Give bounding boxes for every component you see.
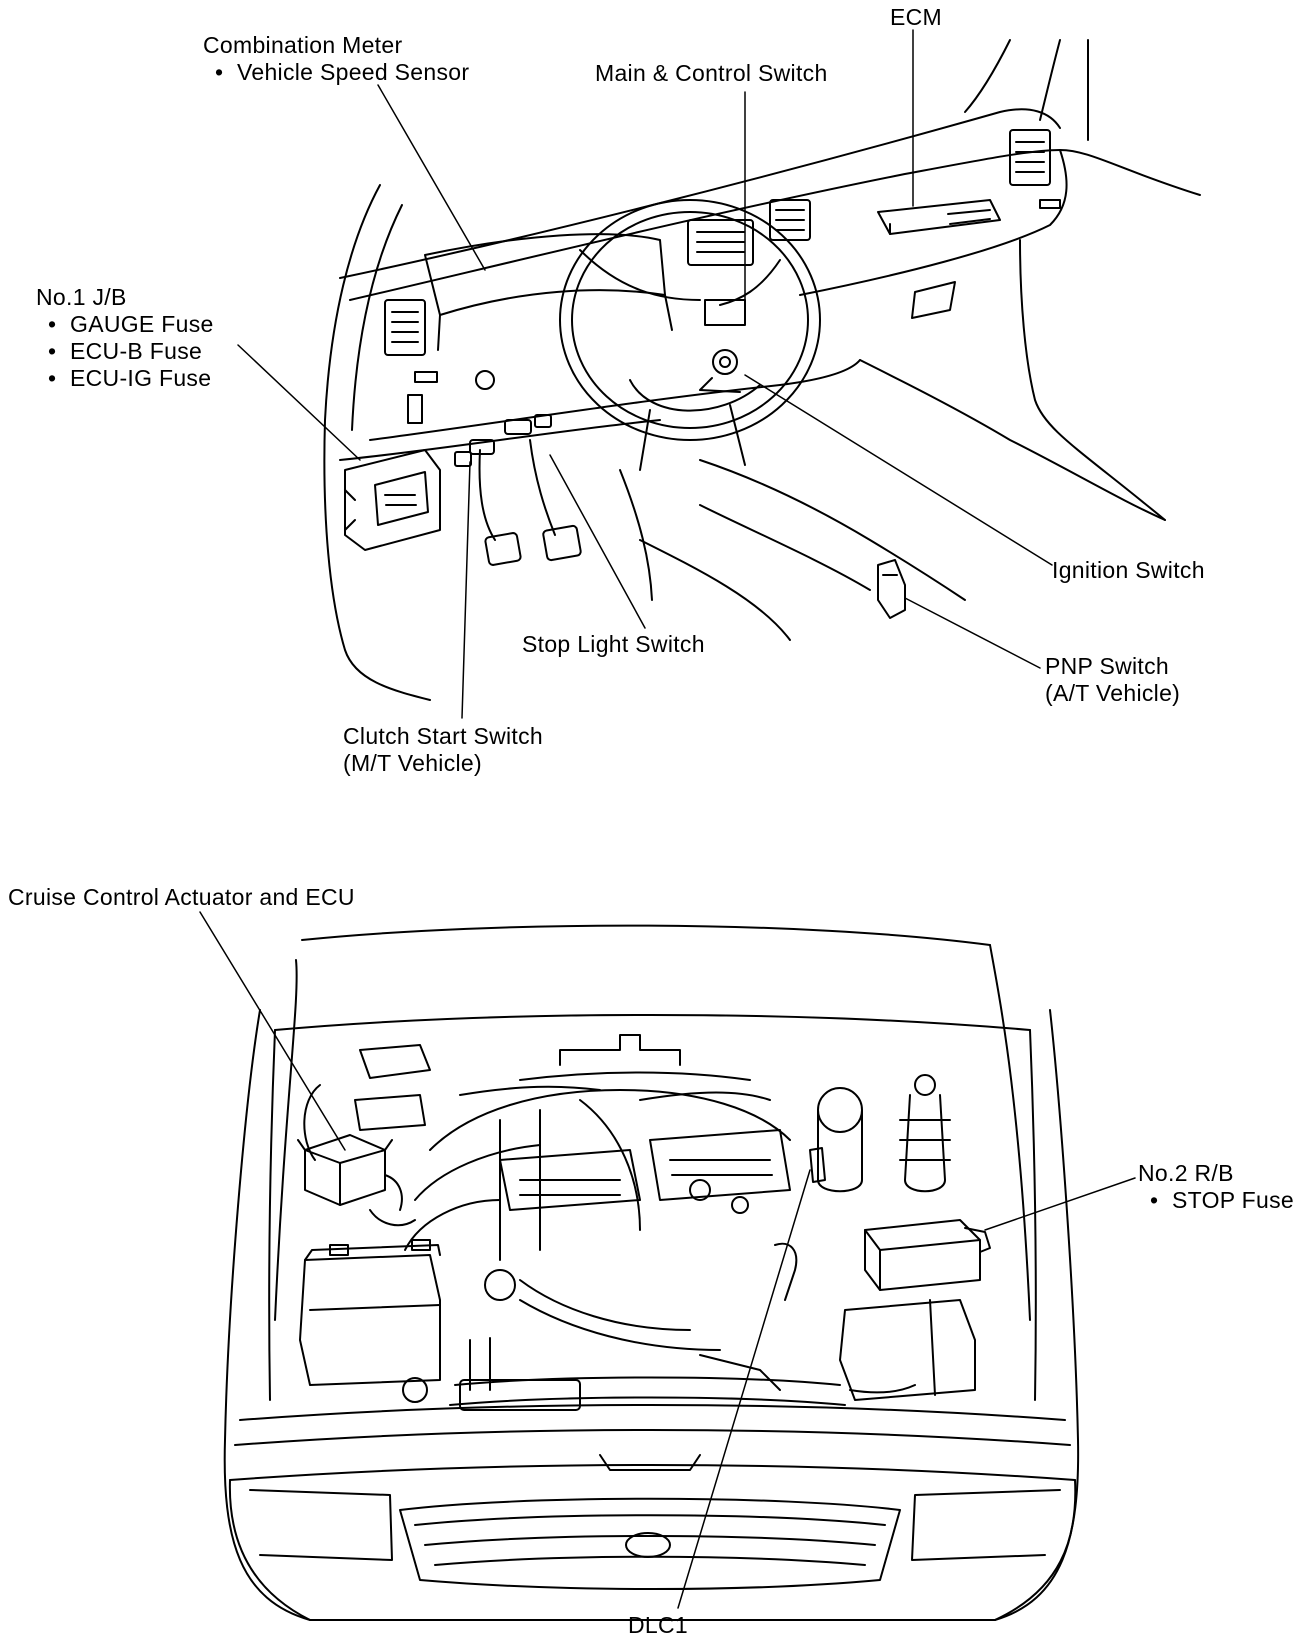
- dlc1-label: DLC1: [628, 1612, 689, 1638]
- main-control-switch-label: Main & Control Switch: [595, 60, 828, 86]
- jb1-label: No.1 J/B GAUGE Fuse ECU-B Fuse ECU-IG Fu…: [36, 284, 214, 392]
- cruise-actuator-ecu-label: Cruise Control Actuator and ECU: [8, 884, 355, 910]
- clutch-start-switch-label: Clutch Start Switch (M/T Vehicle): [343, 723, 543, 776]
- dashboard-illustration: [323, 39, 1201, 701]
- ignition-switch-label: Ignition Switch: [1052, 557, 1205, 583]
- combination-meter-label: Combination Meter Vehicle Speed Sensor: [203, 32, 469, 86]
- bottom-leader-lines: [199, 911, 1136, 1609]
- engine-bay-illustration: [223, 924, 1080, 1621]
- pnp-switch-label: PNP Switch (A/T Vehicle): [1045, 653, 1181, 706]
- top-leader-lines: [237, 29, 1053, 719]
- stop-light-switch-label: Stop Light Switch: [522, 631, 705, 657]
- rb2-label: No.2 R/B STOP Fuse: [1138, 1160, 1294, 1214]
- ecm-label: ECM: [890, 4, 943, 30]
